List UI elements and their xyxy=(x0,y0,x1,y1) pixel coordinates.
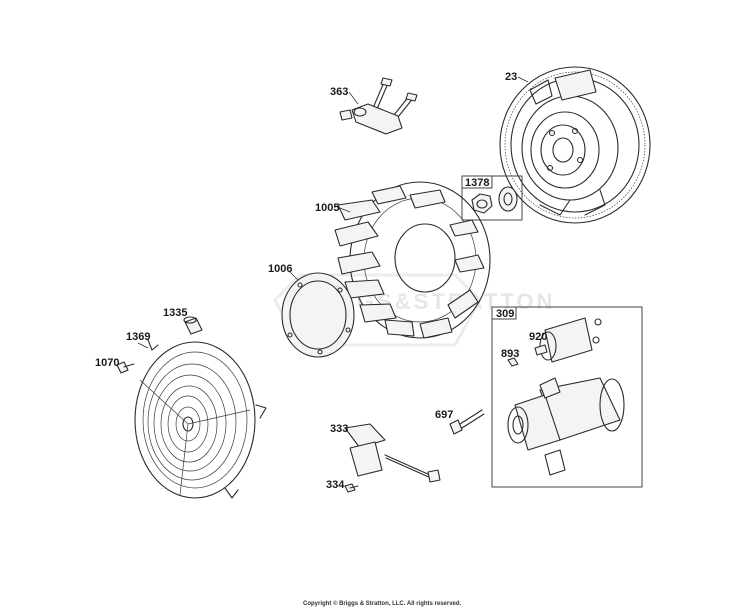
callout-309: 309 xyxy=(496,308,514,320)
screw-1070[interactable] xyxy=(116,361,135,374)
callout-697: 697 xyxy=(435,409,453,421)
nut-893[interactable] xyxy=(507,357,519,367)
callout-1369: 1369 xyxy=(126,331,150,343)
part-box-309 xyxy=(491,306,643,488)
callout-893: 893 xyxy=(501,348,519,360)
hex-nut[interactable] xyxy=(471,193,493,214)
flywheel[interactable] xyxy=(499,66,651,224)
callout-1335: 1335 xyxy=(163,307,187,319)
spacer[interactable] xyxy=(183,316,203,335)
washer[interactable] xyxy=(498,186,518,212)
fan[interactable] xyxy=(334,181,491,339)
starter-motor[interactable] xyxy=(507,377,625,476)
callout-1070: 1070 xyxy=(95,357,119,369)
callout-333: 333 xyxy=(330,423,348,435)
copyright-text: Copyright © Briggs & Stratton, LLC. All … xyxy=(303,600,462,607)
bolt-697[interactable] xyxy=(449,409,485,435)
callout-1006: 1006 xyxy=(268,263,292,275)
callout-363: 363 xyxy=(330,86,348,98)
regulator[interactable] xyxy=(344,423,441,483)
bracket-assembly[interactable] xyxy=(339,77,418,135)
gasket[interactable] xyxy=(281,272,355,358)
callout-920: 920 xyxy=(529,331,547,343)
solenoid[interactable] xyxy=(534,317,602,363)
callout-334: 334 xyxy=(326,479,345,491)
callout-1005: 1005 xyxy=(315,202,339,214)
callout-23: 23 xyxy=(505,71,517,83)
screw-334[interactable] xyxy=(344,483,359,493)
fan-guard[interactable] xyxy=(134,339,267,499)
callout-1378: 1378 xyxy=(465,177,489,189)
